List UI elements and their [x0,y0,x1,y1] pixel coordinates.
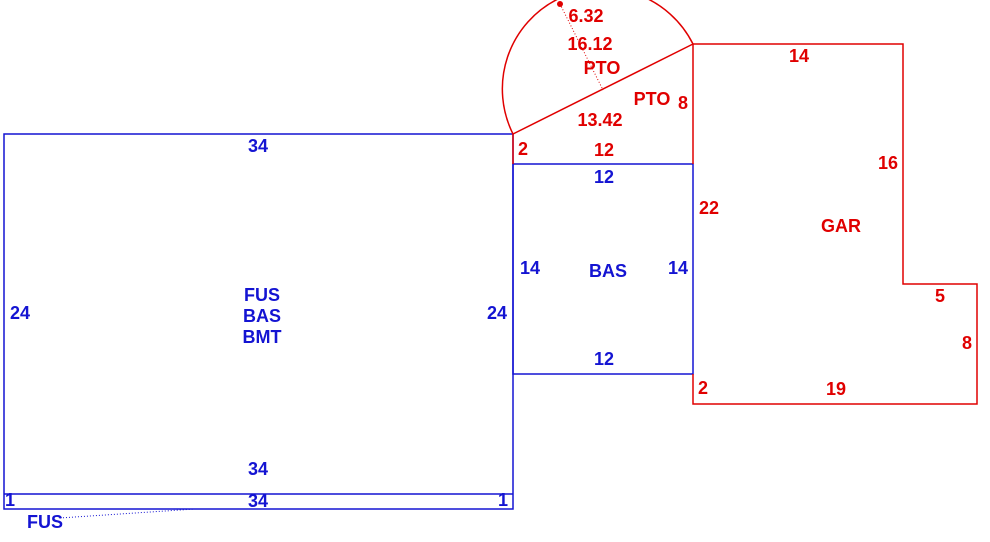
dim-bas-bottom: 12 [594,349,614,369]
area-label-bas-addition: BAS [589,261,627,281]
dim-gar-left-bottom: 2 [698,378,708,398]
area-label-pto-top: PTO [584,58,621,78]
dim-pto-chord: 13.42 [577,110,622,130]
dim-pto-left: 2 [518,139,528,159]
area-label-fus-strip: FUS [27,512,63,532]
fus-leader-line [59,508,196,519]
dim-strip-left: 1 [5,490,15,510]
dim-gar-bottom: 19 [826,379,846,399]
area-label-bmt: BMT [243,327,282,347]
dim-gar-step: 5 [935,286,945,306]
area-label-bas: BAS [243,306,281,326]
dim-bas-top: 12 [594,167,614,187]
dim-main-left: 24 [10,303,30,323]
dim-gar-top: 14 [789,46,809,66]
dim-main-top: 34 [248,136,268,156]
dim-strip-right: 1 [498,490,508,510]
bas-area-outline[interactable] [512,163,694,375]
dim-pto-arc: 16.12 [567,34,612,54]
dim-strip-bottom: 34 [248,491,268,511]
pto-radius-line [559,3,604,91]
dim-main-right: 24 [487,303,507,323]
dim-bas-left: 14 [520,258,540,278]
area-label-fus: FUS [244,285,280,305]
dim-gar-right2: 8 [962,333,972,353]
dim-pto-right: 8 [678,93,688,113]
pto-arc[interactable] [501,0,694,135]
dim-pto-bottom: 12 [594,140,614,160]
pto-radius-handle[interactable] [557,1,563,7]
gar-area-outline[interactable] [692,43,978,405]
dim-bas-right: 14 [668,258,688,278]
dim-pto-radius: 6.32 [568,6,603,26]
area-label-gar: GAR [821,216,861,236]
pto-chord [512,43,694,135]
dim-gar-left: 22 [699,198,719,218]
dim-gar-right1: 16 [878,153,898,173]
area-label-pto-bottom: PTO [634,89,671,109]
dim-main-bottom: 34 [248,459,268,479]
